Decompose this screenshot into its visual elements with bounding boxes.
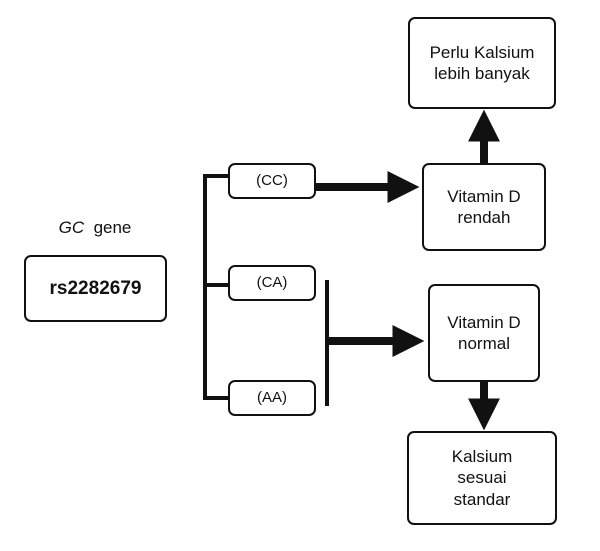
normal-vitamin-d-box: Vitamin D normal [428,284,540,382]
genotype-cc-label: (CC) [256,171,288,189]
low-vitamin-d-line2: rendah [457,208,511,227]
standard-calcium-line2: sesuai [457,468,507,488]
genotype-aa-label: (AA) [257,388,287,406]
high-calcium-line1: Perlu Kalsium [429,42,535,62]
snp-label: rs2282679 [49,277,142,299]
high-calcium-line2: lebih banyak [434,64,530,83]
gene-label: GC gene [0,218,190,238]
genotype-ca-box: (CA) [228,265,316,301]
low-vitamin-d-box: Vitamin D rendah [422,163,546,251]
gene-symbol: GC [58,218,85,237]
normal-vitamin-d-line1: Vitamin D [447,312,521,332]
snp-box: rs2282679 [24,255,167,322]
genotype-cc-box: (CC) [228,163,316,199]
standard-calcium-line1: Kalsium [451,447,513,467]
genotype-ca-label: (CA) [256,273,288,291]
standard-calcium-line3: standar [453,489,511,509]
low-vitamin-d-line1: Vitamin D [447,186,521,206]
high-calcium-box: Perlu Kalsium lebih banyak [408,17,556,109]
standard-calcium-box: Kalsium sesuai standar [407,431,557,525]
gene-word: gene [93,218,132,237]
normal-vitamin-d-line2: normal [458,334,510,353]
genotype-aa-box: (AA) [228,380,316,416]
